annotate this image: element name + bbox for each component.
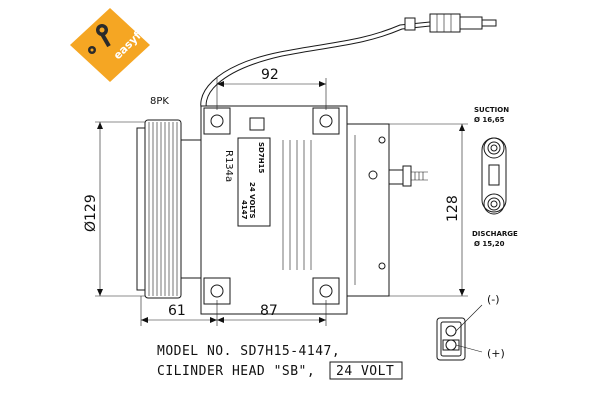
- plate-model: SD7H15: [257, 142, 265, 173]
- model-line-2-voltage: 24 VOLT: [336, 364, 394, 379]
- connector-pinout: (-) (+): [436, 293, 505, 361]
- voltage-box: [329, 361, 403, 380]
- discharge-size: Ø 15,20: [474, 240, 505, 248]
- electric-cable: [200, 13, 497, 119]
- ports-view: SUCTION Ø 16,65 DISCHARGE Ø 15,20: [472, 106, 518, 248]
- suction-port: [483, 137, 505, 159]
- dimension-right: 128: [389, 123, 468, 297]
- model-line-2-prefix: CILINDER HEAD "SB",: [157, 364, 315, 379]
- pulley-type-label: 8PK: [150, 96, 169, 107]
- dimension-bottom-left-value: 61: [168, 303, 186, 319]
- plate-voltage: 24 VOLTS: [248, 182, 256, 219]
- model-line-1: MODEL NO. SD7H15-4147,: [157, 344, 340, 359]
- connector-minus: (-): [487, 293, 500, 306]
- dimension-pulley-value: Ø129: [83, 194, 99, 232]
- model-info: MODEL NO. SD7H15-4147, CILINDER HEAD "SB…: [157, 344, 403, 380]
- refrigerant-label: R134a: [223, 150, 234, 182]
- discharge-port: [483, 193, 505, 215]
- nameplate: SD7H15 24 VOLTS 4147: [237, 137, 271, 227]
- dimension-top-value: 92: [261, 67, 279, 83]
- pulley: [136, 119, 202, 299]
- plate-part: 4147: [240, 200, 248, 220]
- easyfit-logo: easyfit: [70, 8, 150, 82]
- discharge-title: DISCHARGE: [472, 230, 518, 238]
- suction-size: Ø 16,65: [474, 116, 505, 124]
- suction-title: SUCTION: [474, 106, 509, 114]
- connector-plus: (+): [487, 347, 505, 360]
- dimension-bottom: 61 87: [140, 296, 327, 326]
- dimension-bottom-right-value: 87: [260, 303, 278, 319]
- dimension-top: 92: [216, 67, 327, 110]
- dimension-right-value: 128: [445, 195, 461, 222]
- dimension-pulley: Ø129: [83, 121, 145, 297]
- wrench-icon: [88, 24, 111, 54]
- compressor-body: [200, 105, 428, 315]
